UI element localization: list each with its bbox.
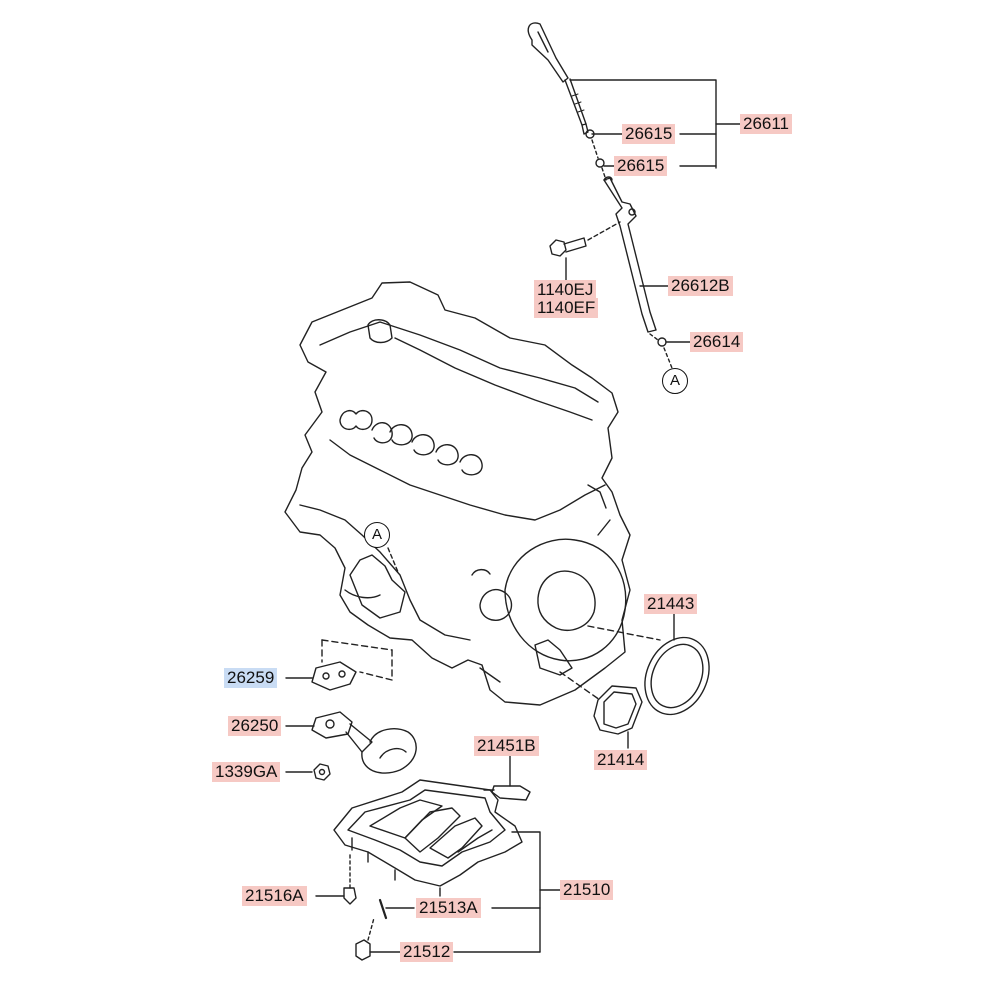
part-label-26612b[interactable]: 26612B bbox=[668, 276, 733, 296]
part-label-21443[interactable]: 21443 bbox=[644, 594, 698, 614]
reference-marker-a-tube: A bbox=[662, 368, 688, 394]
oil-strainer bbox=[311, 711, 417, 774]
part-label-21451b[interactable]: 21451B bbox=[474, 736, 539, 756]
oil-level-sensor bbox=[483, 785, 531, 801]
part-label-21414[interactable]: 21414 bbox=[594, 750, 648, 770]
bolt-1140 bbox=[549, 221, 621, 257]
part-label-26611[interactable]: 26611 bbox=[740, 114, 793, 134]
part-label-21516a[interactable]: 21516A bbox=[242, 886, 307, 906]
nut-1339ga bbox=[313, 763, 331, 781]
dipstick-assembly bbox=[527, 22, 607, 181]
oil-pan bbox=[333, 779, 523, 920]
rear-oil-seal bbox=[587, 625, 710, 716]
part-label-26259[interactable]: 26259 bbox=[224, 668, 278, 688]
part-label-21513a[interactable]: 21513A bbox=[416, 898, 481, 918]
part-label-1339ga[interactable]: 1339GA bbox=[212, 762, 281, 782]
oil-seal-case bbox=[559, 671, 643, 735]
part-label-21510[interactable]: 21510 bbox=[560, 880, 614, 900]
dipstick-tube bbox=[603, 176, 673, 369]
part-label-1140ej[interactable]: 1140EJ bbox=[534, 280, 597, 300]
bolt-21516a bbox=[343, 851, 357, 905]
drain-plug bbox=[355, 917, 375, 961]
reference-marker-a-engine: A bbox=[364, 522, 390, 548]
engine-block bbox=[284, 281, 631, 706]
part-label-26615-lower[interactable]: 26615 bbox=[614, 156, 668, 176]
strainer-gasket bbox=[311, 639, 393, 691]
part-label-26614[interactable]: 26614 bbox=[690, 332, 744, 352]
part-label-26615-upper[interactable]: 26615 bbox=[622, 124, 676, 144]
part-label-1140ef[interactable]: 1140EF bbox=[534, 298, 599, 318]
part-label-26250[interactable]: 26250 bbox=[228, 716, 282, 736]
part-label-21512[interactable]: 21512 bbox=[400, 942, 454, 962]
leader-lines bbox=[285, 79, 741, 953]
